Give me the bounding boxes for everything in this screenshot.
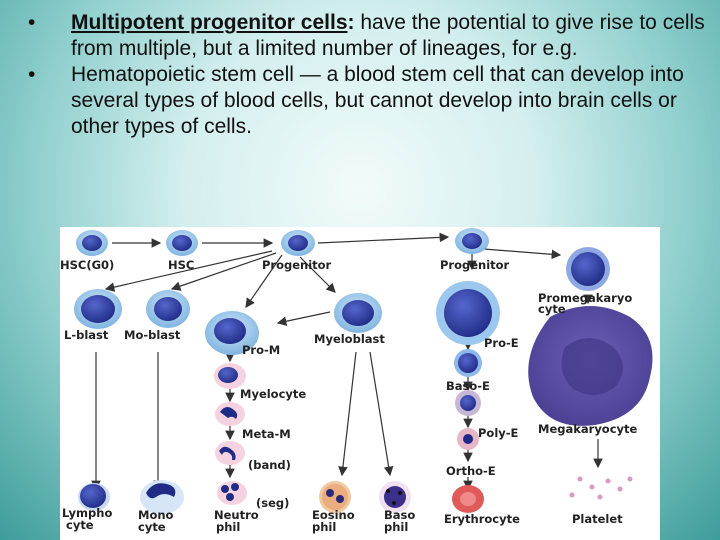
arrow (338, 351, 357, 477)
basophil-cell (379, 481, 411, 513)
diagram-canvas: HSC(G0) HSC Progenitor Progenitor Promeg… (60, 228, 653, 534)
arrow (245, 254, 283, 308)
label-lympho-2: cyte (66, 518, 94, 532)
arrows (91, 232, 603, 491)
label-l-blast: L-blast (64, 328, 109, 342)
label-myeloblast: Myeloblast (314, 332, 385, 346)
arrow (170, 252, 277, 291)
hematopoiesis-diagram: HSC(G0) HSC Progenitor Progenitor Promeg… (60, 227, 660, 540)
label-pro-e: Pro-E (484, 336, 519, 350)
arrow (483, 248, 562, 260)
label-progenitor-2: Progenitor (440, 258, 510, 272)
label-megakaryocyte: Megakaryocyte (538, 422, 638, 436)
arrow (299, 256, 336, 293)
bullet-item-multipotent: • Multipotent progenitor cells: have the… (28, 10, 708, 62)
hsc-cell (166, 230, 198, 256)
promegakaryocyte-cell (566, 247, 610, 291)
meta-m-cell (215, 402, 245, 426)
bullet-text: have the potential to give rise to cells… (71, 11, 705, 60)
label-platelet: Platelet (572, 512, 623, 526)
eosinophil-cell (319, 481, 351, 513)
arrow (276, 311, 331, 326)
platelets (569, 476, 633, 500)
l-blast-cell (74, 289, 122, 329)
progenitor-cell (281, 230, 315, 256)
label-lympho: Lympho (62, 506, 112, 520)
band-cell (215, 441, 245, 465)
hsc-g0-cell (76, 230, 108, 256)
megakaryocyte-cell (528, 306, 653, 426)
label-hsc: HSC (168, 258, 194, 272)
baso-e-cell (454, 349, 482, 377)
label-seg: (seg) (256, 496, 289, 510)
label-eosino: Eosino (312, 508, 355, 522)
label-ortho-e: Ortho-E (446, 464, 496, 478)
bullet-item-hsc: • Hematopoietic stem cell — a blood stem… (28, 62, 708, 140)
neutrophil-cell (217, 481, 247, 505)
progenitor-erythro-cell (455, 228, 489, 254)
bullet-marker: • (28, 11, 36, 34)
mo-blast-cell (146, 290, 190, 328)
arrow (104, 250, 273, 292)
label-poly-e: Poly-E (478, 426, 519, 440)
label-pro-m: Pro-M (242, 343, 280, 357)
arrow (317, 232, 450, 244)
label-baso-e: Baso-E (446, 379, 490, 393)
bullet-marker: • (28, 63, 36, 86)
label-baso: Baso (384, 508, 415, 522)
label-erythrocyte: Erythrocyte (444, 512, 520, 526)
pro-e-cell (436, 281, 500, 345)
label-mono-2: cyte (138, 520, 166, 534)
label-neutro-2: phil (216, 520, 240, 534)
label-band: (band) (248, 458, 291, 472)
label-meta-m: Meta-M (242, 427, 291, 441)
label-mo-blast: Mo-blast (124, 328, 181, 342)
bullet-term-colon: : (347, 11, 355, 34)
label-neutro: Neutro (214, 508, 259, 522)
label-progenitor: Progenitor (262, 258, 332, 272)
bullet-list: • Multipotent progenitor cells: have the… (28, 10, 708, 140)
diagram-labels: HSC(G0) HSC Progenitor Progenitor Promeg… (60, 258, 638, 534)
erythrocyte-cell (452, 485, 484, 513)
label-baso-2: phil (384, 520, 408, 534)
label-eosino-2: phil (312, 520, 336, 534)
pro-m-cell (205, 311, 259, 355)
monocyte-cell (140, 480, 184, 514)
lymphocyte-cell (78, 483, 110, 511)
poly-e-cell (455, 390, 481, 416)
label-promegakaryocyte: Promegakaryo (538, 291, 632, 305)
ortho-e-cell (457, 428, 479, 450)
myeloblast-cell (334, 293, 382, 333)
label-myelocyte: Myelocyte (240, 387, 306, 401)
label-hsc-g0: HSC(G0) (60, 258, 114, 272)
label-mono: Mono (138, 508, 174, 522)
bullet-text: Hematopoietic stem cell — a blood stem c… (71, 63, 684, 138)
arrow (369, 351, 394, 477)
bullet-term: Multipotent progenitor cells (71, 11, 348, 34)
label-promegakaryocyte-2: cyte (538, 302, 566, 316)
myelocyte-cell (214, 363, 246, 389)
